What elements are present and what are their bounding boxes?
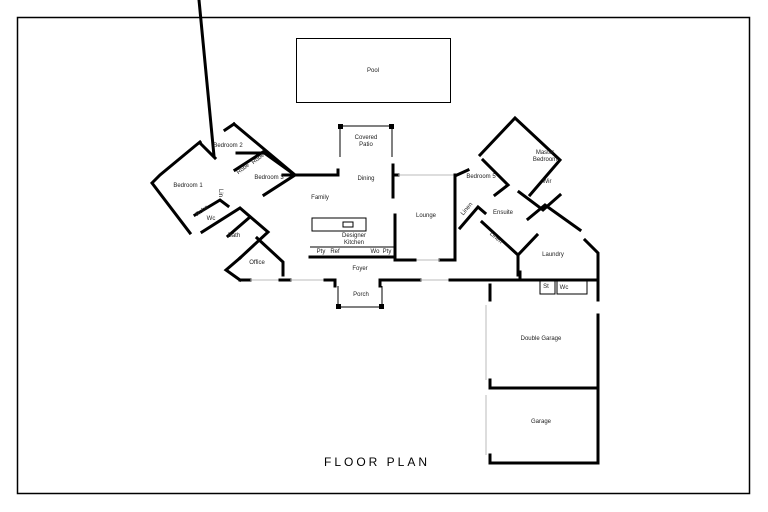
- label-kitchen-1: Designer: [342, 233, 366, 239]
- plan-title: FLOOR PLAN: [324, 455, 430, 469]
- label-robe: Robe: [236, 162, 252, 176]
- label-wc: Wc: [207, 216, 216, 222]
- label-st: St: [543, 284, 549, 290]
- label-pty: Pty: [383, 249, 392, 255]
- label-linen: Linen: [488, 231, 503, 245]
- label-master-bedroom-2: Bedroom: [533, 157, 557, 163]
- label-family: Family: [311, 195, 329, 201]
- label-wo: Wo: [371, 249, 381, 255]
- label-covered-patio-2: Patio: [359, 142, 373, 148]
- label-bedroom-2: Bedroom 2: [213, 143, 243, 149]
- label-office: Office: [249, 260, 265, 266]
- label-dining: Dining: [357, 176, 374, 182]
- label-pool: Pool: [367, 68, 379, 74]
- label-lin: Lin: [217, 189, 223, 197]
- label-porch: Porch: [353, 292, 369, 298]
- label-kitchen-2: Kitchen: [344, 240, 364, 246]
- label-covered-patio-1: Covered: [355, 135, 378, 141]
- label-bedroom-5: Bedroom 5: [466, 174, 496, 180]
- label-laundry: Laundry: [542, 252, 564, 258]
- pool-outline: [296, 38, 451, 103]
- label-double-garage: Double Garage: [521, 336, 562, 342]
- label-foyer: Foyer: [352, 266, 367, 272]
- label-ensuite: Ensuite: [493, 210, 514, 216]
- label-ref: Ref: [330, 249, 340, 255]
- label-garage: Garage: [531, 419, 552, 425]
- label-bedroom-1: Bedroom 1: [173, 183, 203, 189]
- label-wir: Wir: [543, 179, 552, 185]
- label-bath: Bath: [228, 233, 240, 239]
- walls: [150, 0, 600, 465]
- label-pty: Pty: [317, 249, 326, 255]
- label-bedroom-3: Bedroom 3: [254, 175, 284, 181]
- label-lounge: Lounge: [416, 213, 437, 219]
- page-border: [16, 16, 751, 495]
- label-wc: Wc: [560, 285, 569, 291]
- label-master-bedroom-1: Master: [536, 150, 554, 156]
